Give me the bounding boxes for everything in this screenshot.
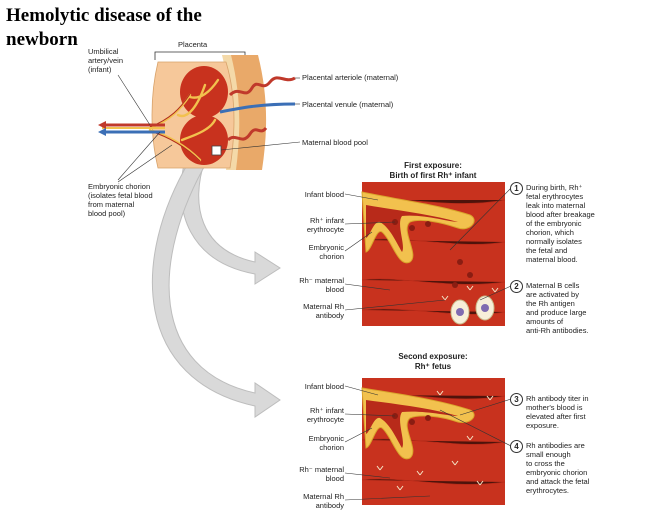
step-4-badge: 4 — [510, 440, 523, 453]
blood-pool-marker — [211, 145, 222, 156]
placental-venule — [219, 102, 296, 114]
step-1-text: During birth, Rh⁺ fetal erythrocytes lea… — [526, 183, 595, 264]
first-exposure-panel — [361, 182, 506, 326]
arrow-to-second-exposure — [152, 159, 281, 418]
placenta-label: Placenta — [178, 40, 208, 49]
step-3-badge: 3 — [510, 393, 523, 406]
first-chorion-label: Embryonic chorion — [308, 243, 344, 261]
step-4-text: Rh antibodies are small enough to cross … — [526, 441, 590, 495]
maternal-blood-pool-lower — [180, 115, 228, 165]
umbilical-label: Umbilical artery/vein (infant) — [88, 47, 124, 74]
second-infant-blood-label: Infant blood — [304, 382, 344, 391]
step-1-badge: 1 — [510, 182, 523, 195]
placental-arteriole — [228, 76, 296, 97]
second-exposure-header: Second exposure: Rh⁺ fetus — [398, 352, 468, 371]
step-3-text: Rh antibody titer in mother's blood is e… — [526, 394, 589, 430]
step-2-badge: 2 — [510, 280, 523, 293]
second-exposure-panel — [361, 378, 506, 505]
first-erythrocyte-label: Rh⁺ infant erythrocyte — [306, 216, 344, 234]
pool-label: Maternal blood pool — [302, 138, 368, 147]
first-maternal-blood-label: Rh⁻ maternal blood — [299, 276, 344, 294]
step-2-text: Maternal B cells are activated by the Rh… — [526, 281, 589, 335]
second-erythrocyte-label: Rh⁺ infant erythrocyte — [306, 406, 344, 424]
maternal-blood-pool-upper — [180, 66, 228, 118]
first-exposure-header: First exposure: Birth of first Rh⁺ infan… — [389, 161, 477, 180]
arteriole-label: Placental arteriole (maternal) — [302, 73, 399, 82]
chorion-label: Embryonic chorion (isolates fetal blood … — [88, 182, 153, 218]
second-chorion-label: Embryonic chorion — [308, 434, 344, 452]
first-antibody-label: Maternal Rh antibody — [303, 302, 344, 320]
second-maternal-blood-label: Rh⁻ maternal blood — [299, 465, 344, 483]
second-antibody-label: Maternal Rh antibody — [303, 492, 344, 510]
venule-label: Placental venule (maternal) — [302, 100, 394, 109]
b-cells — [450, 295, 495, 325]
diagram-title: Hemolytic disease of the newborn — [6, 5, 202, 50]
first-infant-blood-label: Infant blood — [304, 190, 344, 199]
